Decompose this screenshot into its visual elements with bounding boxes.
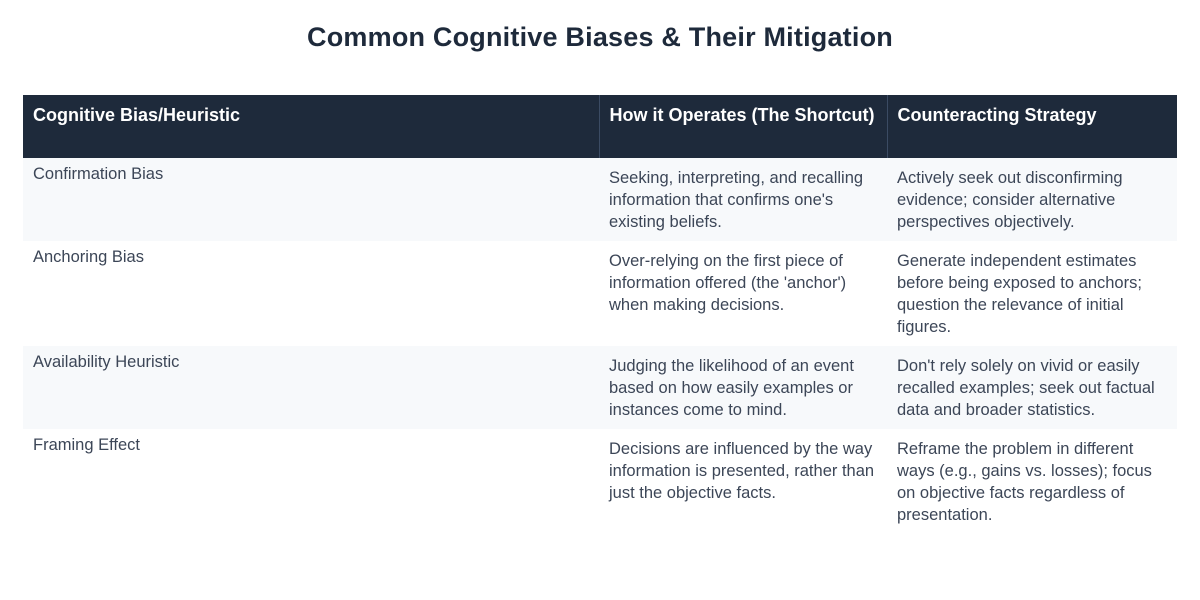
column-header-operation: How it Operates (The Shortcut): [599, 95, 888, 158]
strategy-cell: Actively seek out disconfirming evidence…: [887, 158, 1177, 241]
strategy-cell: Generate independent estimates before be…: [887, 241, 1177, 346]
table-row: Availability Heuristic Judging the likel…: [23, 346, 1177, 429]
bias-name-cell: Framing Effect: [23, 429, 599, 534]
operation-cell: Judging the likelihood of an event based…: [599, 346, 887, 429]
column-header-strategy: Counteracting Strategy: [887, 95, 1177, 158]
bias-table: Cognitive Bias/Heuristic How it Operates…: [23, 95, 1177, 534]
operation-cell: Decisions are influenced by the way info…: [599, 429, 887, 534]
bias-name-cell: Confirmation Bias: [23, 158, 599, 241]
operation-cell: Over-relying on the first piece of infor…: [599, 241, 887, 346]
table-body: Confirmation Bias Seeking, interpreting,…: [23, 158, 1177, 534]
table-row: Framing Effect Decisions are influenced …: [23, 429, 1177, 534]
page-title: Common Cognitive Biases & Their Mitigati…: [307, 22, 893, 52]
operation-cell: Seeking, interpreting, and recalling inf…: [599, 158, 887, 241]
bias-name-cell: Anchoring Bias: [23, 241, 599, 346]
strategy-cell: Don't rely solely on vivid or easily rec…: [887, 346, 1177, 429]
column-header-bias: Cognitive Bias/Heuristic: [23, 95, 600, 158]
table-row: Confirmation Bias Seeking, interpreting,…: [23, 158, 1177, 241]
strategy-cell: Reframe the problem in different ways (e…: [887, 429, 1177, 534]
bias-name-cell: Availability Heuristic: [23, 346, 599, 429]
header-row: Cognitive Bias/Heuristic How it Operates…: [23, 95, 1177, 158]
table-header: Cognitive Bias/Heuristic How it Operates…: [23, 95, 1177, 158]
table-row: Anchoring Bias Over-relying on the first…: [23, 241, 1177, 346]
